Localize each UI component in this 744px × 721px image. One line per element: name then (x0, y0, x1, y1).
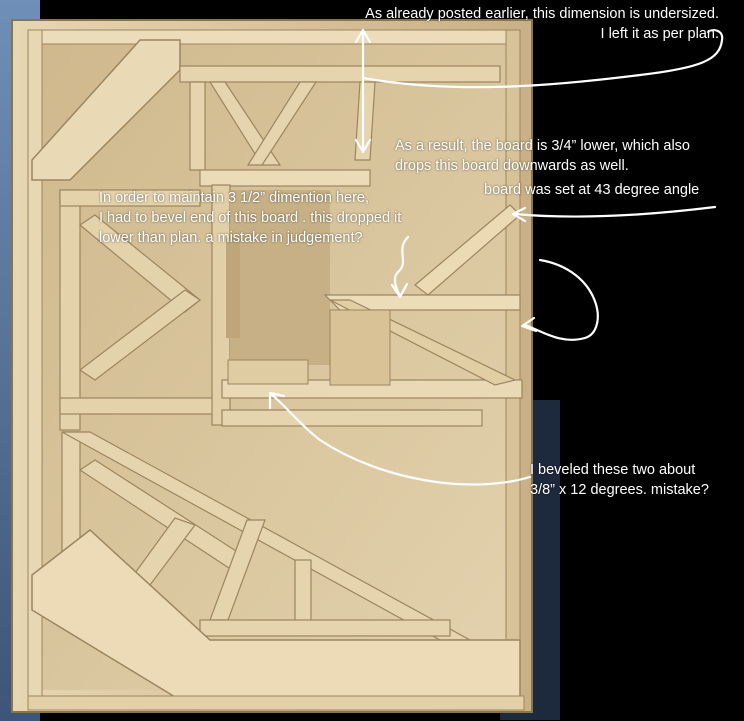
note-board-lower: As a result, the board is 3/4” lower, wh… (395, 136, 690, 176)
note-undersized-line1: As already posted earlier, this dimensio… (365, 6, 719, 22)
note-board-lower-line1: As a result, the board is 3/4” lower, wh… (395, 138, 690, 154)
note-board-lower-line2: drops this board downwards as well. (395, 158, 629, 174)
loop-pointer (523, 258, 599, 341)
undersized-pointer (361, 29, 724, 89)
top-truss-brace (179, 65, 501, 171)
note-bevel-end-line2: I had to bevel end of this board . this … (99, 210, 402, 226)
left-truss-brace (59, 189, 221, 431)
note-beveled-two: I beveled these two about 3/8” x 12 degr… (530, 460, 709, 500)
beveled-pointer (270, 393, 532, 486)
note-bevel-end: In order to maintain 3 1/2” dimention he… (99, 188, 401, 248)
inner-chamber (199, 169, 523, 427)
note-beveled-two-line2: 3/8” x 12 degrees. mistake? (530, 482, 709, 498)
note-undersized-line2: I left it as per plan. (600, 26, 719, 42)
annotation-arrows (268, 28, 724, 486)
note-angle: board was set at 43 degree angle (484, 180, 699, 200)
lower-diagonal-chamber (61, 431, 471, 641)
angle-pointer (513, 205, 717, 218)
note-bevel-end-line3: lower than plan. a mistake in judgement? (99, 230, 363, 246)
note-undersized: As already posted earlier, this dimensio… (329, 4, 719, 44)
note-beveled-two-line1: I beveled these two about (530, 462, 696, 478)
note-bevel-end-line1: In order to maintain 3 1/2” dimention he… (99, 190, 370, 206)
bottom-left-diagonal-board (31, 529, 521, 701)
note-angle-line1: board was set at 43 degree angle (484, 182, 700, 198)
bevel-pointer (393, 235, 410, 298)
